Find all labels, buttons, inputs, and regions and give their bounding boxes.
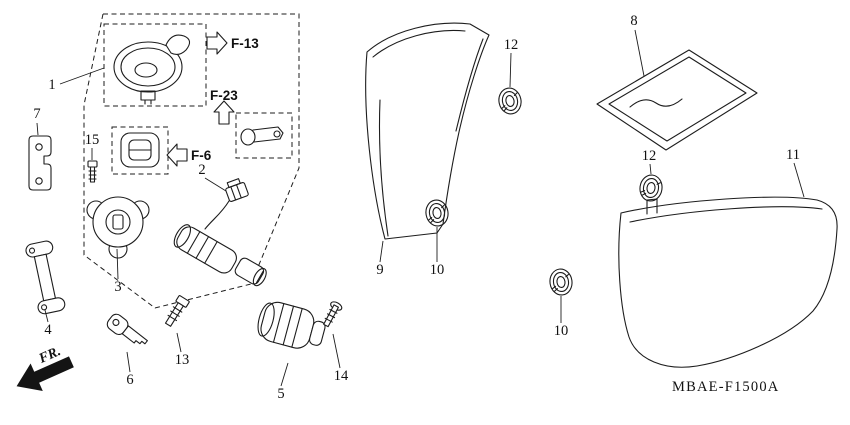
arrow-left-icon [166, 143, 188, 167]
fuel-cap-dashed-box [103, 23, 207, 107]
callout-7: 7 [33, 106, 40, 122]
callout-6: 6 [126, 372, 133, 388]
callout-numbers: 1 7 15 2 3 4 6 13 5 14 9 12 10 8 12 11 1… [33, 13, 800, 402]
callout-5: 5 [277, 386, 284, 402]
callout-12-left: 12 [504, 37, 519, 53]
screw-14-part [323, 301, 343, 328]
ref-f13: F-13 [206, 31, 259, 55]
ref-f13-label: F-13 [231, 36, 259, 51]
diagram-code: MBAE-F1500A [672, 379, 779, 395]
kit-boundary-dashed-box [83, 13, 300, 309]
grommet-12-right [637, 173, 665, 203]
stay-bracket-part [25, 240, 66, 315]
bolt-13-part [164, 295, 190, 327]
callout-10-left: 10 [430, 262, 445, 278]
rubber-mount-dashed-box [111, 126, 169, 175]
callout-11: 11 [786, 147, 800, 163]
callout-3: 3 [114, 279, 121, 295]
grommet-10-right [547, 267, 575, 297]
callout-4: 4 [44, 322, 52, 338]
callout-13: 13 [175, 352, 190, 368]
bracket-stay-part [28, 135, 52, 191]
callout-9: 9 [376, 262, 383, 278]
protector-sheet-part [596, 49, 758, 151]
screw-15-part [87, 160, 98, 183]
leader-lines [36, 29, 805, 387]
callout-15: 15 [85, 132, 100, 148]
ref-f23: F-23 [210, 88, 293, 159]
switch-body-part [257, 301, 326, 349]
side-cover-part [618, 196, 838, 368]
front-arrow-icon [16, 356, 74, 391]
arrow-up-icon [213, 100, 235, 125]
latch-dashed-box [235, 112, 293, 159]
rubber-mount-part [120, 132, 160, 168]
seat-latch-part [240, 126, 284, 146]
callout-12-right: 12 [642, 148, 657, 164]
callout-1: 1 [48, 77, 55, 93]
callout-14: 14 [334, 368, 349, 384]
ref-f6: F-6 [111, 126, 212, 175]
callout-8: 8 [630, 13, 637, 29]
ref-f6-label: F-6 [191, 148, 212, 163]
arrow-right-icon [206, 31, 228, 55]
front-cover-part [365, 22, 490, 240]
callout-10-right: 10 [554, 323, 569, 339]
ignition-switch-assembly [173, 178, 267, 287]
fuel-filler-cap [113, 34, 191, 105]
front-direction-indicator: FR. [16, 344, 74, 391]
lock-housing-part [86, 196, 150, 259]
ref-f23-label: F-23 [210, 88, 238, 103]
callout-2: 2 [198, 162, 205, 178]
grommet-12-left [495, 85, 525, 117]
key-part [106, 313, 148, 345]
